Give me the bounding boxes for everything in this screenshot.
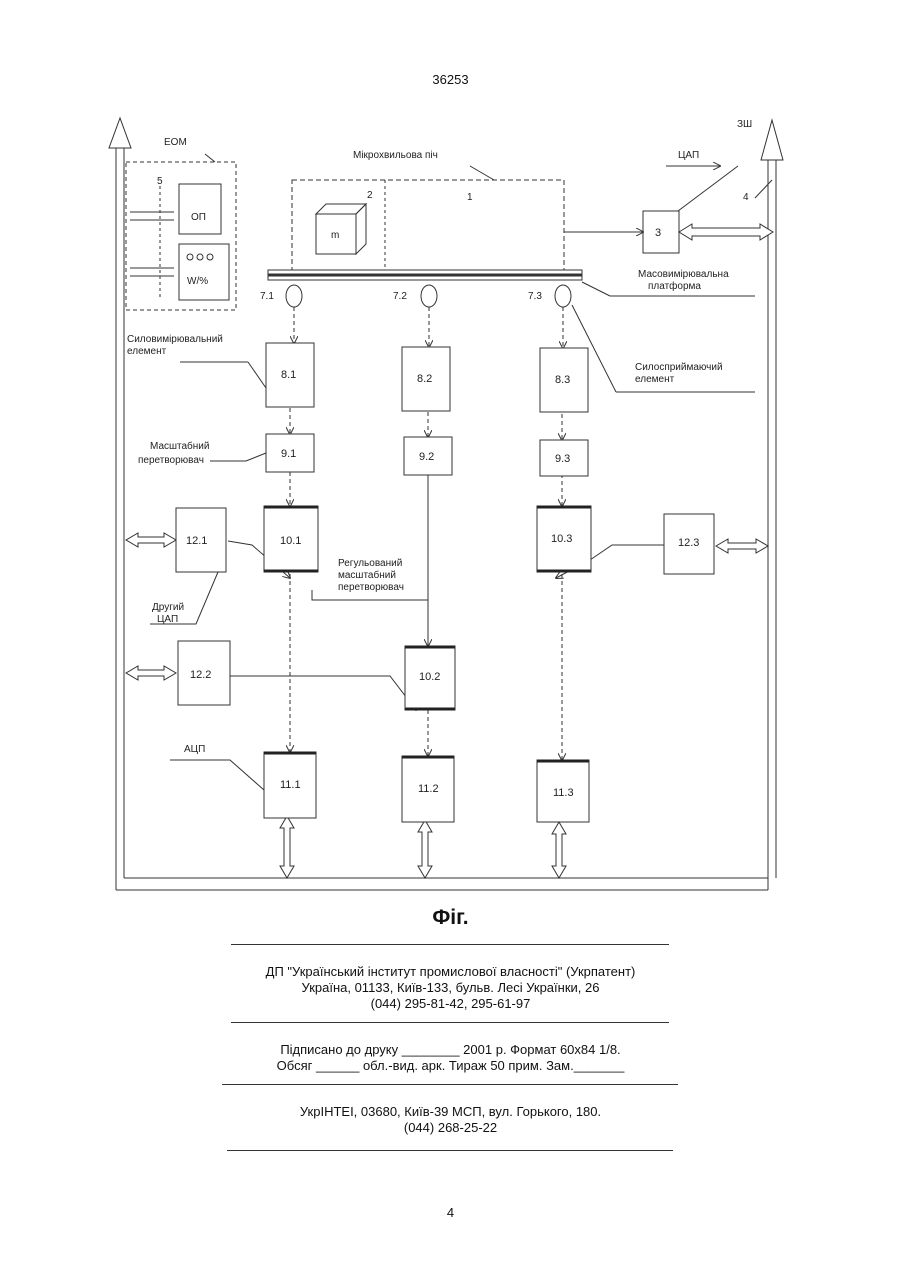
oven-label: Мікрохвильова піч [353,150,438,161]
eom-label: ЕОМ [164,137,187,148]
platform-label-1: Масовимірювальна [638,269,729,280]
ref-4: 4 [743,192,749,203]
block-10-1-label: 10.1 [280,535,301,547]
ref-5: 5 [157,176,163,187]
blocks [176,343,714,822]
sensor-7-2-label: 7.2 [393,291,407,302]
adj-label-2: масштабний [338,569,396,581]
moisture-display [179,244,229,300]
op-label: ОП [191,212,206,223]
org-line-2: Україна, 01133, Київ-133, бульв. Лесі Ук… [0,980,901,996]
block-9-1-label: 9.1 [281,448,296,460]
block-9-2-label: 9.2 [419,451,434,463]
m-label: m [331,230,339,241]
eom-unit [126,154,236,310]
sensor-7-1-label: 7.1 [260,291,274,302]
microwave-oven [292,166,564,270]
block-11-1-label: 11.1 [280,779,301,791]
block-8-1-label: 8.1 [281,369,296,381]
ref-1: 1 [467,192,473,203]
dac2-label-2: ЦАП [157,614,178,625]
force-recv-label-2: елемент [635,374,675,385]
moisture-label: W/% [187,276,208,287]
block-3-label: 3 [655,227,661,239]
publisher-line-2: (044) 268-25-22 [0,1120,901,1136]
force-meas-label-2: елемент [127,346,167,357]
dac-label: ЦАП [678,150,699,161]
divider-3 [222,1084,678,1085]
block-8-3-label: 8.3 [555,374,570,386]
op-block [179,184,221,234]
sensor-7-3-label: 7.3 [528,291,542,302]
divider-4 [227,1150,673,1151]
org-line-1: ДП "Український інститут промислової вла… [0,964,901,980]
adj-label-3: перетворювач [338,582,404,593]
zsh-label: ЗШ [737,119,752,130]
scale-label-2: перетворювач [138,455,204,466]
divider-2 [231,1022,669,1023]
scale-label-1: Масштабний [150,440,209,452]
adj-label-1: Регульований [338,558,402,569]
force-recv-label-1: Силосприймаючий [635,362,723,373]
publisher-line-1: УкрІНТЕІ, 03680, Київ-39 МСП, вул. Горьк… [0,1104,901,1120]
block-3-group [564,166,773,253]
block-10-3-label: 10.3 [551,533,572,545]
block-10-2-label: 10.2 [419,671,440,683]
ref-2: 2 [367,190,373,201]
block-diagram: 3 7.1 7.2 7.3 8.1 8.2 8.3 9.1 9.2 9.3 10… [0,0,901,900]
page-number-bottom: 4 [0,1205,901,1220]
figure-caption: Фіг. [0,906,901,930]
platform-label-2: платформа [648,280,701,292]
block-12-1-label: 12.1 [186,535,207,547]
print-line-2: Обсяг ______ обл.-вид. арк. Тираж 50 при… [0,1058,901,1074]
divider-1 [231,944,669,945]
adc-label: АЦП [184,744,205,755]
block-12-3-label: 12.3 [678,537,699,549]
print-line-1: Підписано до друку ________ 2001 р. Форм… [0,1042,901,1058]
block-12-2-label: 12.2 [190,669,211,681]
block-8-2-label: 8.2 [417,373,432,385]
block-9-3-label: 9.3 [555,453,570,465]
block-11-2-label: 11.2 [418,783,439,795]
dac2-label-1: Другий [152,602,184,613]
org-line-3: (044) 295-81-42, 295-61-97 [0,996,901,1012]
force-meas-label-1: Силовимірювальний [127,334,223,345]
block-11-3-label: 11.3 [553,787,574,799]
